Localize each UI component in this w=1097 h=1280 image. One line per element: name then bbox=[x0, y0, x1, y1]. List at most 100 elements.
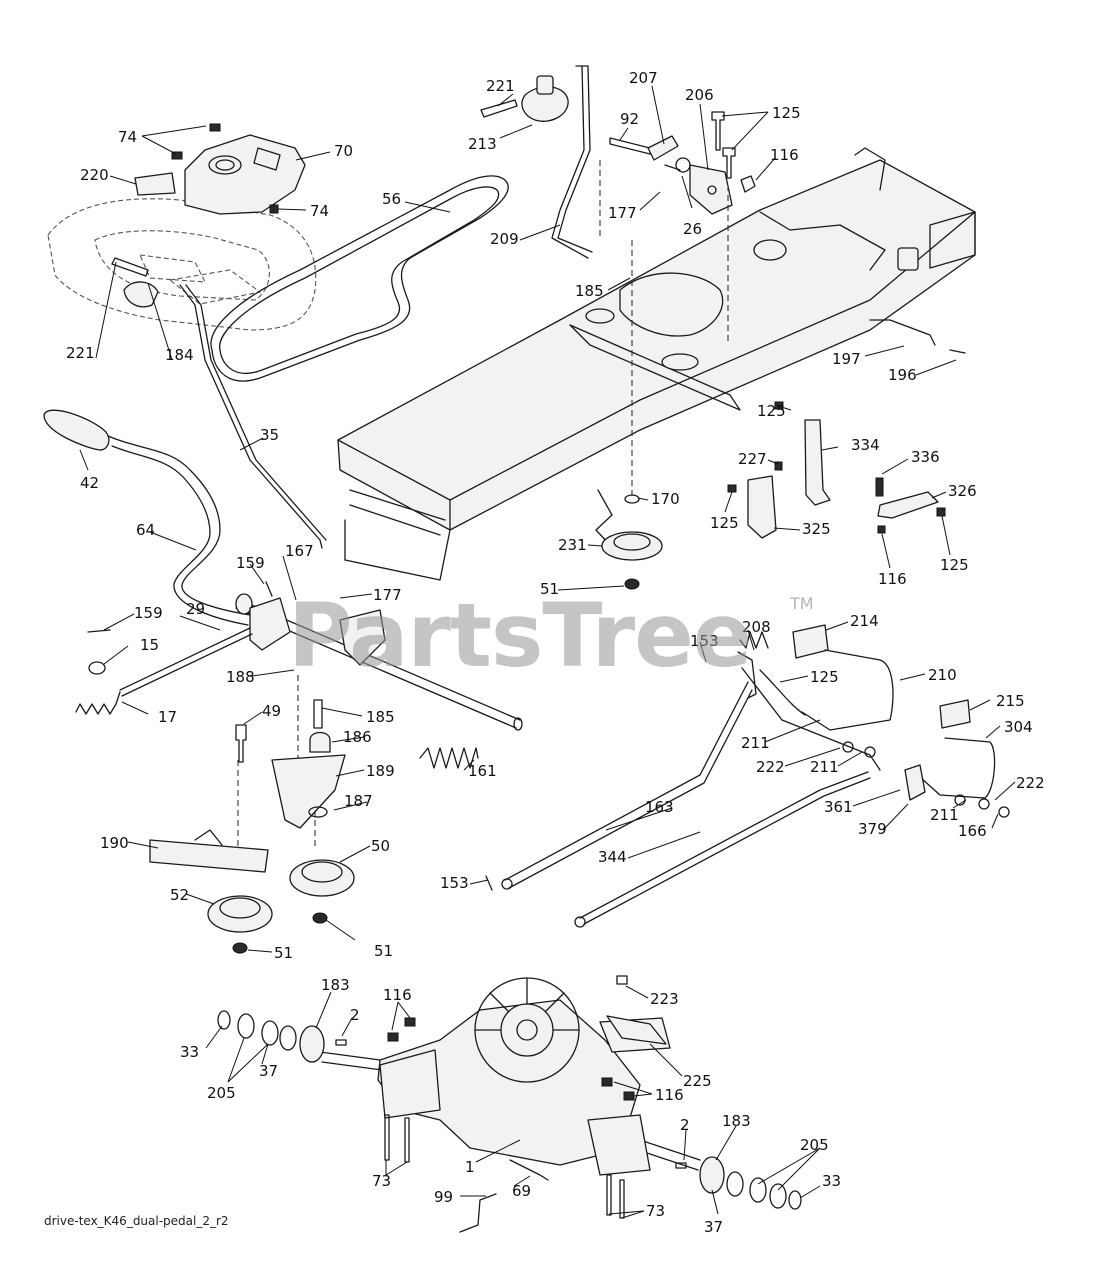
callout-196: 196 bbox=[888, 366, 917, 384]
callout-116: 116 bbox=[655, 1086, 684, 1104]
callout-161: 161 bbox=[468, 762, 497, 780]
callout-187: 187 bbox=[344, 792, 373, 810]
callout-379: 379 bbox=[858, 820, 887, 838]
grip-42-and-lever-64 bbox=[43, 409, 251, 626]
callout-51: 51 bbox=[540, 580, 559, 598]
callout-153: 153 bbox=[440, 874, 469, 892]
callout-2: 2 bbox=[350, 1006, 360, 1024]
callout-188: 188 bbox=[226, 668, 255, 686]
callout-labels: 221 213 207 206 125 92 116 74 70 220 74 … bbox=[66, 69, 1045, 1236]
bracket-326 bbox=[877, 491, 939, 519]
callout-125: 125 bbox=[710, 514, 739, 532]
bracket-197-196 bbox=[869, 247, 966, 354]
callout-183: 183 bbox=[321, 976, 350, 994]
rod-29-spring-17 bbox=[75, 627, 253, 715]
callout-69: 69 bbox=[512, 1182, 531, 1200]
small-hardware-right bbox=[727, 401, 946, 534]
callout-33: 33 bbox=[822, 1172, 841, 1190]
bracket-325 bbox=[747, 475, 777, 539]
callout-222: 222 bbox=[756, 758, 785, 776]
pulley-52 bbox=[207, 895, 273, 954]
callout-153: 153 bbox=[690, 632, 719, 650]
callout-159: 159 bbox=[134, 604, 163, 622]
callout-205: 205 bbox=[800, 1136, 829, 1154]
pivot-189-stack bbox=[235, 699, 346, 829]
clip-221-top bbox=[480, 99, 518, 118]
callout-184: 184 bbox=[165, 346, 194, 364]
callout-185: 185 bbox=[575, 282, 604, 300]
callout-211: 211 bbox=[930, 806, 959, 824]
callout-33: 33 bbox=[180, 1043, 199, 1061]
callout-225: 225 bbox=[683, 1072, 712, 1090]
leader-lines bbox=[79, 85, 1016, 1219]
transaxle-fasteners bbox=[384, 975, 667, 1219]
callout-221: 221 bbox=[66, 344, 95, 362]
callout-223: 223 bbox=[650, 990, 679, 1008]
callout-197: 197 bbox=[832, 350, 861, 368]
callout-209: 209 bbox=[490, 230, 519, 248]
bracket-206 bbox=[689, 164, 733, 215]
callout-2: 2 bbox=[680, 1116, 690, 1134]
callout-74: 74 bbox=[310, 202, 329, 220]
callout-73: 73 bbox=[646, 1202, 665, 1220]
axle-hardware bbox=[217, 1010, 802, 1210]
callout-159: 159 bbox=[236, 554, 265, 572]
callout-26: 26 bbox=[683, 220, 702, 238]
callout-177: 177 bbox=[373, 586, 402, 604]
callout-185: 185 bbox=[366, 708, 395, 726]
callout-49: 49 bbox=[262, 702, 281, 720]
pedal-assembly bbox=[737, 624, 1010, 818]
rod-35 bbox=[179, 284, 327, 549]
plate-190 bbox=[149, 829, 269, 873]
frame-assembly bbox=[337, 147, 976, 581]
callout-325: 325 bbox=[802, 520, 831, 538]
callout-211: 211 bbox=[741, 734, 770, 752]
bolts-125-top bbox=[711, 111, 756, 193]
cross-shaft-assembly bbox=[235, 581, 523, 731]
callout-116: 116 bbox=[383, 986, 412, 1004]
callout-304: 304 bbox=[1004, 718, 1033, 736]
callout-116: 116 bbox=[770, 146, 799, 164]
callout-125: 125 bbox=[757, 402, 786, 420]
callout-125: 125 bbox=[940, 556, 969, 574]
pin-92-bushing-207 bbox=[609, 135, 691, 173]
callout-211: 211 bbox=[810, 758, 839, 776]
watermark-trademark: TM bbox=[790, 594, 814, 613]
latch-184-clip-221 bbox=[111, 257, 159, 308]
callout-125: 125 bbox=[772, 104, 801, 122]
callout-221: 221 bbox=[486, 77, 515, 95]
callout-15: 15 bbox=[140, 636, 159, 654]
callout-166: 166 bbox=[958, 822, 987, 840]
callout-206: 206 bbox=[685, 86, 714, 104]
screw-74-set bbox=[171, 123, 279, 214]
callout-17: 17 bbox=[158, 708, 177, 726]
callout-125: 125 bbox=[810, 668, 839, 686]
callout-326: 326 bbox=[948, 482, 977, 500]
callout-74: 74 bbox=[118, 128, 137, 146]
callout-336: 336 bbox=[911, 448, 940, 466]
callout-42: 42 bbox=[80, 474, 99, 492]
idler-pulley-231 bbox=[595, 489, 663, 590]
pulley-50 bbox=[289, 859, 355, 924]
console-cover-70 bbox=[184, 134, 306, 215]
drive-belt-56 bbox=[210, 175, 509, 382]
callout-37: 37 bbox=[704, 1218, 723, 1236]
callout-99: 99 bbox=[434, 1188, 453, 1206]
callout-92: 92 bbox=[620, 110, 639, 128]
callout-73: 73 bbox=[372, 1172, 391, 1190]
callout-116: 116 bbox=[878, 570, 907, 588]
callout-1: 1 bbox=[465, 1158, 475, 1176]
callout-29: 29 bbox=[186, 600, 205, 618]
callout-231: 231 bbox=[558, 536, 587, 554]
rods-99-69 bbox=[459, 1159, 549, 1233]
callout-170: 170 bbox=[651, 490, 680, 508]
callout-213: 213 bbox=[468, 135, 497, 153]
callout-189: 189 bbox=[366, 762, 395, 780]
callout-183: 183 bbox=[722, 1112, 751, 1130]
callout-208: 208 bbox=[742, 618, 771, 636]
callout-51: 51 bbox=[274, 944, 293, 962]
callout-56: 56 bbox=[382, 190, 401, 208]
callout-222: 222 bbox=[1016, 774, 1045, 792]
callout-334: 334 bbox=[851, 436, 880, 454]
